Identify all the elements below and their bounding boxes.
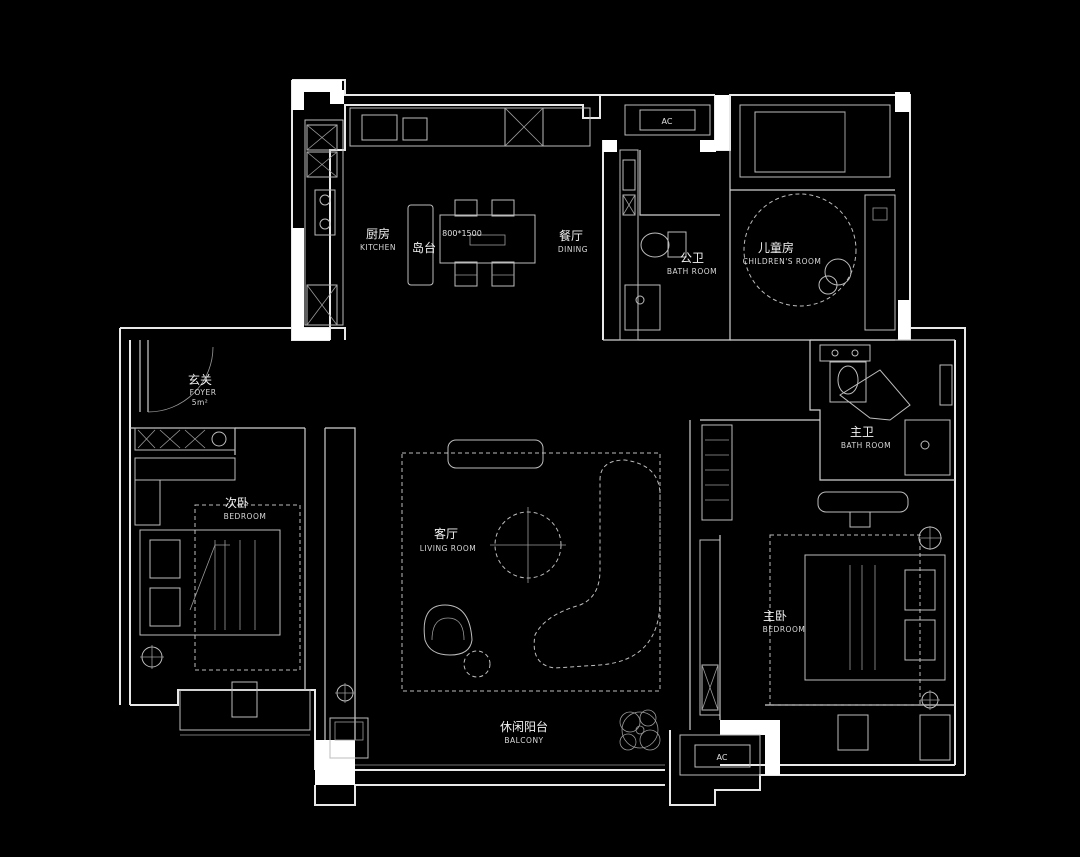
ac-unit-top: AC bbox=[624, 104, 711, 136]
master-bedroom-label-en: BEDROOM bbox=[763, 625, 806, 634]
island-label-cn: 岛台 bbox=[412, 240, 436, 255]
childrens-room-label-cn: 儿童房 bbox=[758, 240, 794, 255]
master-bath-label-en: BATH ROOM bbox=[841, 441, 891, 450]
plant-icon bbox=[619, 709, 661, 751]
kitchen-fixtures bbox=[304, 107, 591, 326]
room-labels: 厨房 KITCHEN 岛台 800*1500 餐厅 DINING 公卫 BATH… bbox=[188, 226, 891, 745]
living-room-label-en: LIVING ROOM bbox=[420, 544, 477, 553]
foyer-label-en: FOYER bbox=[190, 388, 217, 397]
dining-label-en: DINING bbox=[558, 245, 588, 254]
kitchen-label-cn: 厨房 bbox=[366, 226, 390, 241]
dining-set bbox=[407, 199, 536, 287]
ac-unit-bottom: AC bbox=[679, 734, 761, 776]
second-bedroom-furniture bbox=[134, 457, 311, 731]
public-bath-label-en: BATH ROOM bbox=[667, 267, 717, 276]
childrens-room-label-en: CHILDREN'S ROOM bbox=[743, 257, 822, 266]
kitchen-label-en: KITCHEN bbox=[360, 243, 396, 252]
foyer-area: 5m² bbox=[192, 398, 209, 407]
master-bath-fixtures bbox=[819, 344, 953, 476]
outer-walls bbox=[119, 79, 966, 806]
foyer-label-cn: 玄关 bbox=[188, 372, 212, 387]
foyer bbox=[134, 346, 236, 451]
corridor-details bbox=[329, 683, 369, 759]
master-bath-label-cn: 主卫 bbox=[850, 425, 874, 439]
dining-label-cn: 餐厅 bbox=[559, 228, 583, 243]
ac-label-bottom: AC bbox=[717, 753, 728, 762]
childrens-room-furniture bbox=[739, 104, 896, 331]
balcony-label-cn: 休闲阳台 bbox=[500, 719, 548, 734]
second-bedroom-label-en: BEDROOM bbox=[224, 512, 267, 521]
master-bedroom-label-cn: 主卧 bbox=[763, 609, 787, 623]
public-bath-label-cn: 公卫 bbox=[680, 251, 704, 265]
second-bedroom-label-cn: 次卧 bbox=[225, 496, 249, 510]
table-size-label: 800*1500 bbox=[442, 229, 482, 238]
public-bath-fixtures bbox=[619, 149, 687, 341]
living-room-label-cn: 客厅 bbox=[434, 526, 458, 541]
structural-columns bbox=[292, 80, 910, 785]
living-room-furniture bbox=[401, 439, 661, 692]
master-bedroom-furniture bbox=[699, 424, 951, 761]
balcony-label-en: BALCONY bbox=[504, 736, 543, 745]
balcony-railing bbox=[180, 734, 665, 766]
ac-label-top: AC bbox=[662, 117, 673, 126]
